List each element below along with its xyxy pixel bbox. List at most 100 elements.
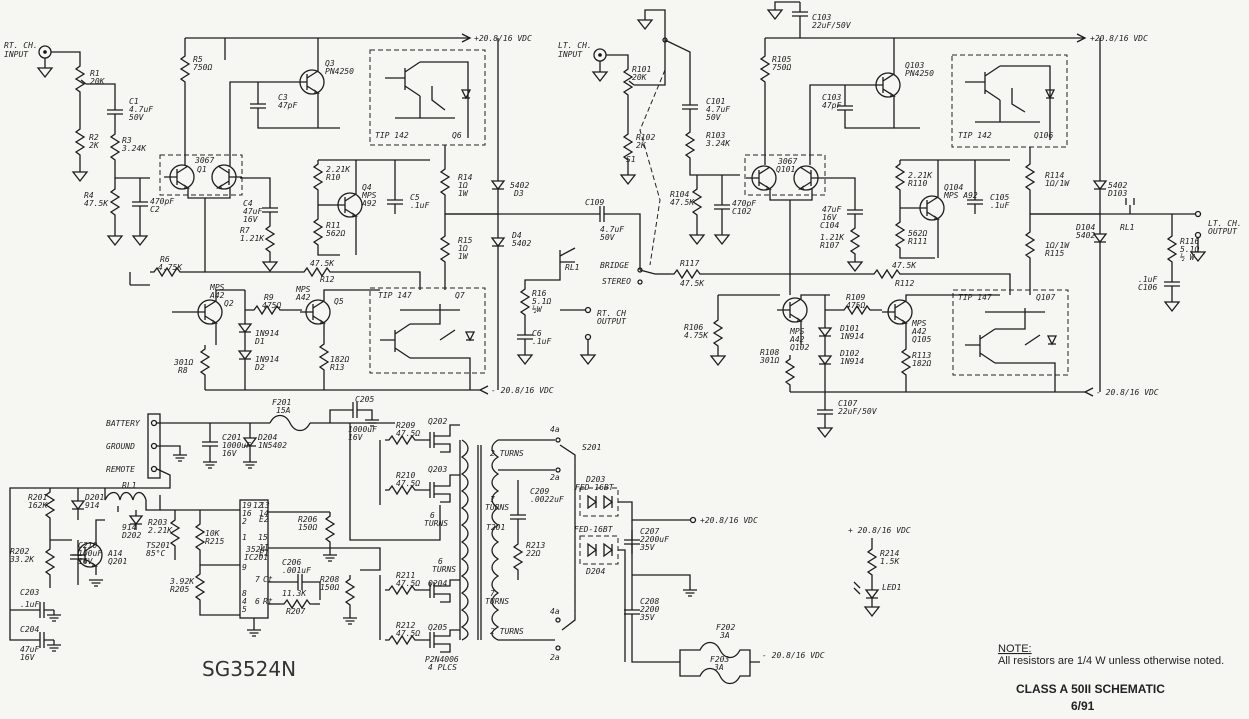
r3-value: 3.24K (121, 144, 147, 153)
q4-part-b: A92 (361, 199, 377, 208)
q104-part: MPS A92 (943, 191, 978, 200)
d101-label: D101 (839, 324, 859, 333)
turns-7b-text: TURNS (485, 597, 509, 606)
r116-value: 5.1Ω (1180, 245, 1199, 254)
r203-label: R203 (148, 518, 167, 527)
c107-value: 22uF/50V (838, 407, 878, 416)
r14-value: 1Ω (458, 181, 468, 190)
c101-value: 4.7uF (706, 105, 730, 114)
r208-label: R208 (320, 575, 339, 584)
tip147b-label: TIP 147 (958, 293, 992, 302)
r202-value: 33.2K (9, 555, 35, 564)
c210-label: C210 (78, 541, 97, 550)
tip142b-label: TIP 142 (958, 131, 992, 140)
d1-part: 1N914 (255, 329, 279, 338)
r1-label: R1 (90, 69, 100, 78)
c104-value: 47uF (822, 205, 841, 214)
r211-label: R211 (396, 571, 415, 580)
led1-label: LED1 (882, 583, 901, 592)
c101-voltage: 50V (706, 113, 722, 122)
r16-value: 5.1Ω (532, 297, 551, 306)
q201-value: A14 (107, 549, 123, 558)
bridge-label: BRIDGE (600, 261, 629, 270)
f202-label: F202 (716, 623, 735, 632)
ic-pin-14: 14 (259, 509, 269, 518)
s201-pos-2a: 2a (550, 473, 560, 482)
q3-label: Q3 (325, 59, 335, 68)
r109-value: 475Ω (846, 301, 865, 310)
tip147-label: TIP 147 (378, 291, 412, 300)
r16-watt: ½W (532, 304, 543, 314)
turns-7b: 7 (490, 589, 495, 598)
r110-label: R110 (908, 179, 927, 188)
r15-label: R15 (458, 236, 473, 245)
r211-value: 47.5Ω (396, 579, 420, 588)
r107-label: R107 (820, 241, 839, 250)
c203-label: C203 (20, 588, 39, 597)
c210-value: 100uF (78, 549, 102, 558)
rail-neg-a: - 20.8/16 VDC (491, 386, 554, 395)
q103-label: Q103 (905, 61, 924, 70)
ic-pin-7: 7 (255, 575, 260, 584)
r8-label: R8 (178, 366, 188, 375)
rt-input-label-a: RT. CH. (4, 41, 38, 50)
r14-label: R14 (458, 173, 473, 182)
ic-pin-2: 2 (242, 517, 247, 526)
rail-pos-c: +20.8/16 VDC (700, 516, 758, 525)
r205-value: 3.92K (169, 577, 195, 586)
q102-label: Q102 (790, 343, 809, 352)
q105-part: MPS (911, 319, 927, 328)
ic-part-handwritten: SG3524N (202, 657, 296, 681)
r207-value: 11.3K (282, 589, 307, 598)
c103b-value: 47pF (822, 101, 841, 110)
q205-label: Q205 (428, 623, 447, 632)
r12-value: 47.5K (310, 259, 335, 268)
c104-voltage: 16V (822, 213, 838, 222)
drawing-title: CLASS A 50II SCHEMATIC (1016, 682, 1165, 696)
f203-value: 3A (713, 663, 724, 672)
r105-value: 750Ω (772, 63, 791, 72)
r111-label: R111 (908, 237, 927, 246)
remote-label: REMOTE (106, 465, 135, 474)
r106-value: 4.75K (684, 331, 709, 340)
d2-part: 1N914 (255, 355, 279, 364)
lt-input-label-a: LT. CH. (558, 41, 592, 50)
r103-label: R103 (706, 131, 725, 140)
r205-label: R205 (170, 585, 189, 594)
d103-label: D103 (1107, 189, 1127, 198)
rt-output-label-b: OUTPUT (597, 317, 627, 326)
ic-pin-19: 19 (242, 501, 252, 510)
r13-value: 182Ω (330, 355, 349, 364)
r5-value: 750Ω (193, 63, 212, 72)
c105-value: .1uF (990, 201, 1009, 210)
c201-voltage: 16V (222, 449, 238, 458)
tip142-label: TIP 142 (375, 131, 409, 140)
c205-label: C205 (355, 395, 374, 404)
c103-value: 22uF/50V (812, 21, 852, 30)
s201-pos-4b: 4a (550, 607, 560, 616)
q5-part-b: A42 (295, 293, 311, 302)
r8-value: 301Ω (173, 358, 193, 367)
c204-voltage: 16V (20, 653, 36, 662)
d103-part: 5402 (1108, 181, 1127, 190)
r6-value: 4.75K (158, 263, 183, 272)
lt-output-label-b: OUTPUT (1208, 227, 1238, 236)
c205-voltage: 16V (348, 433, 364, 442)
q106-label: Q106 (1034, 131, 1053, 140)
c204-value: 47uF (20, 645, 39, 654)
c209-label: C209 (530, 487, 549, 496)
c2-value: 470pF (150, 197, 174, 206)
r10-value: 2.21K (326, 165, 351, 174)
c3-label: C3 (278, 93, 288, 102)
r2-value: 2K (89, 141, 100, 150)
d102-part: 1N914 (840, 357, 864, 366)
r109-label: R109 (846, 293, 865, 302)
c206-label: C206 (282, 558, 301, 567)
r206-label: R206 (298, 515, 317, 524)
s201-label: S201 (582, 443, 601, 452)
turns-6b: 6 (438, 557, 443, 566)
lt-input-label-b: INPUT (558, 50, 583, 59)
r207-label: R207 (286, 607, 305, 616)
ic-part-b: IC201 (244, 553, 268, 562)
